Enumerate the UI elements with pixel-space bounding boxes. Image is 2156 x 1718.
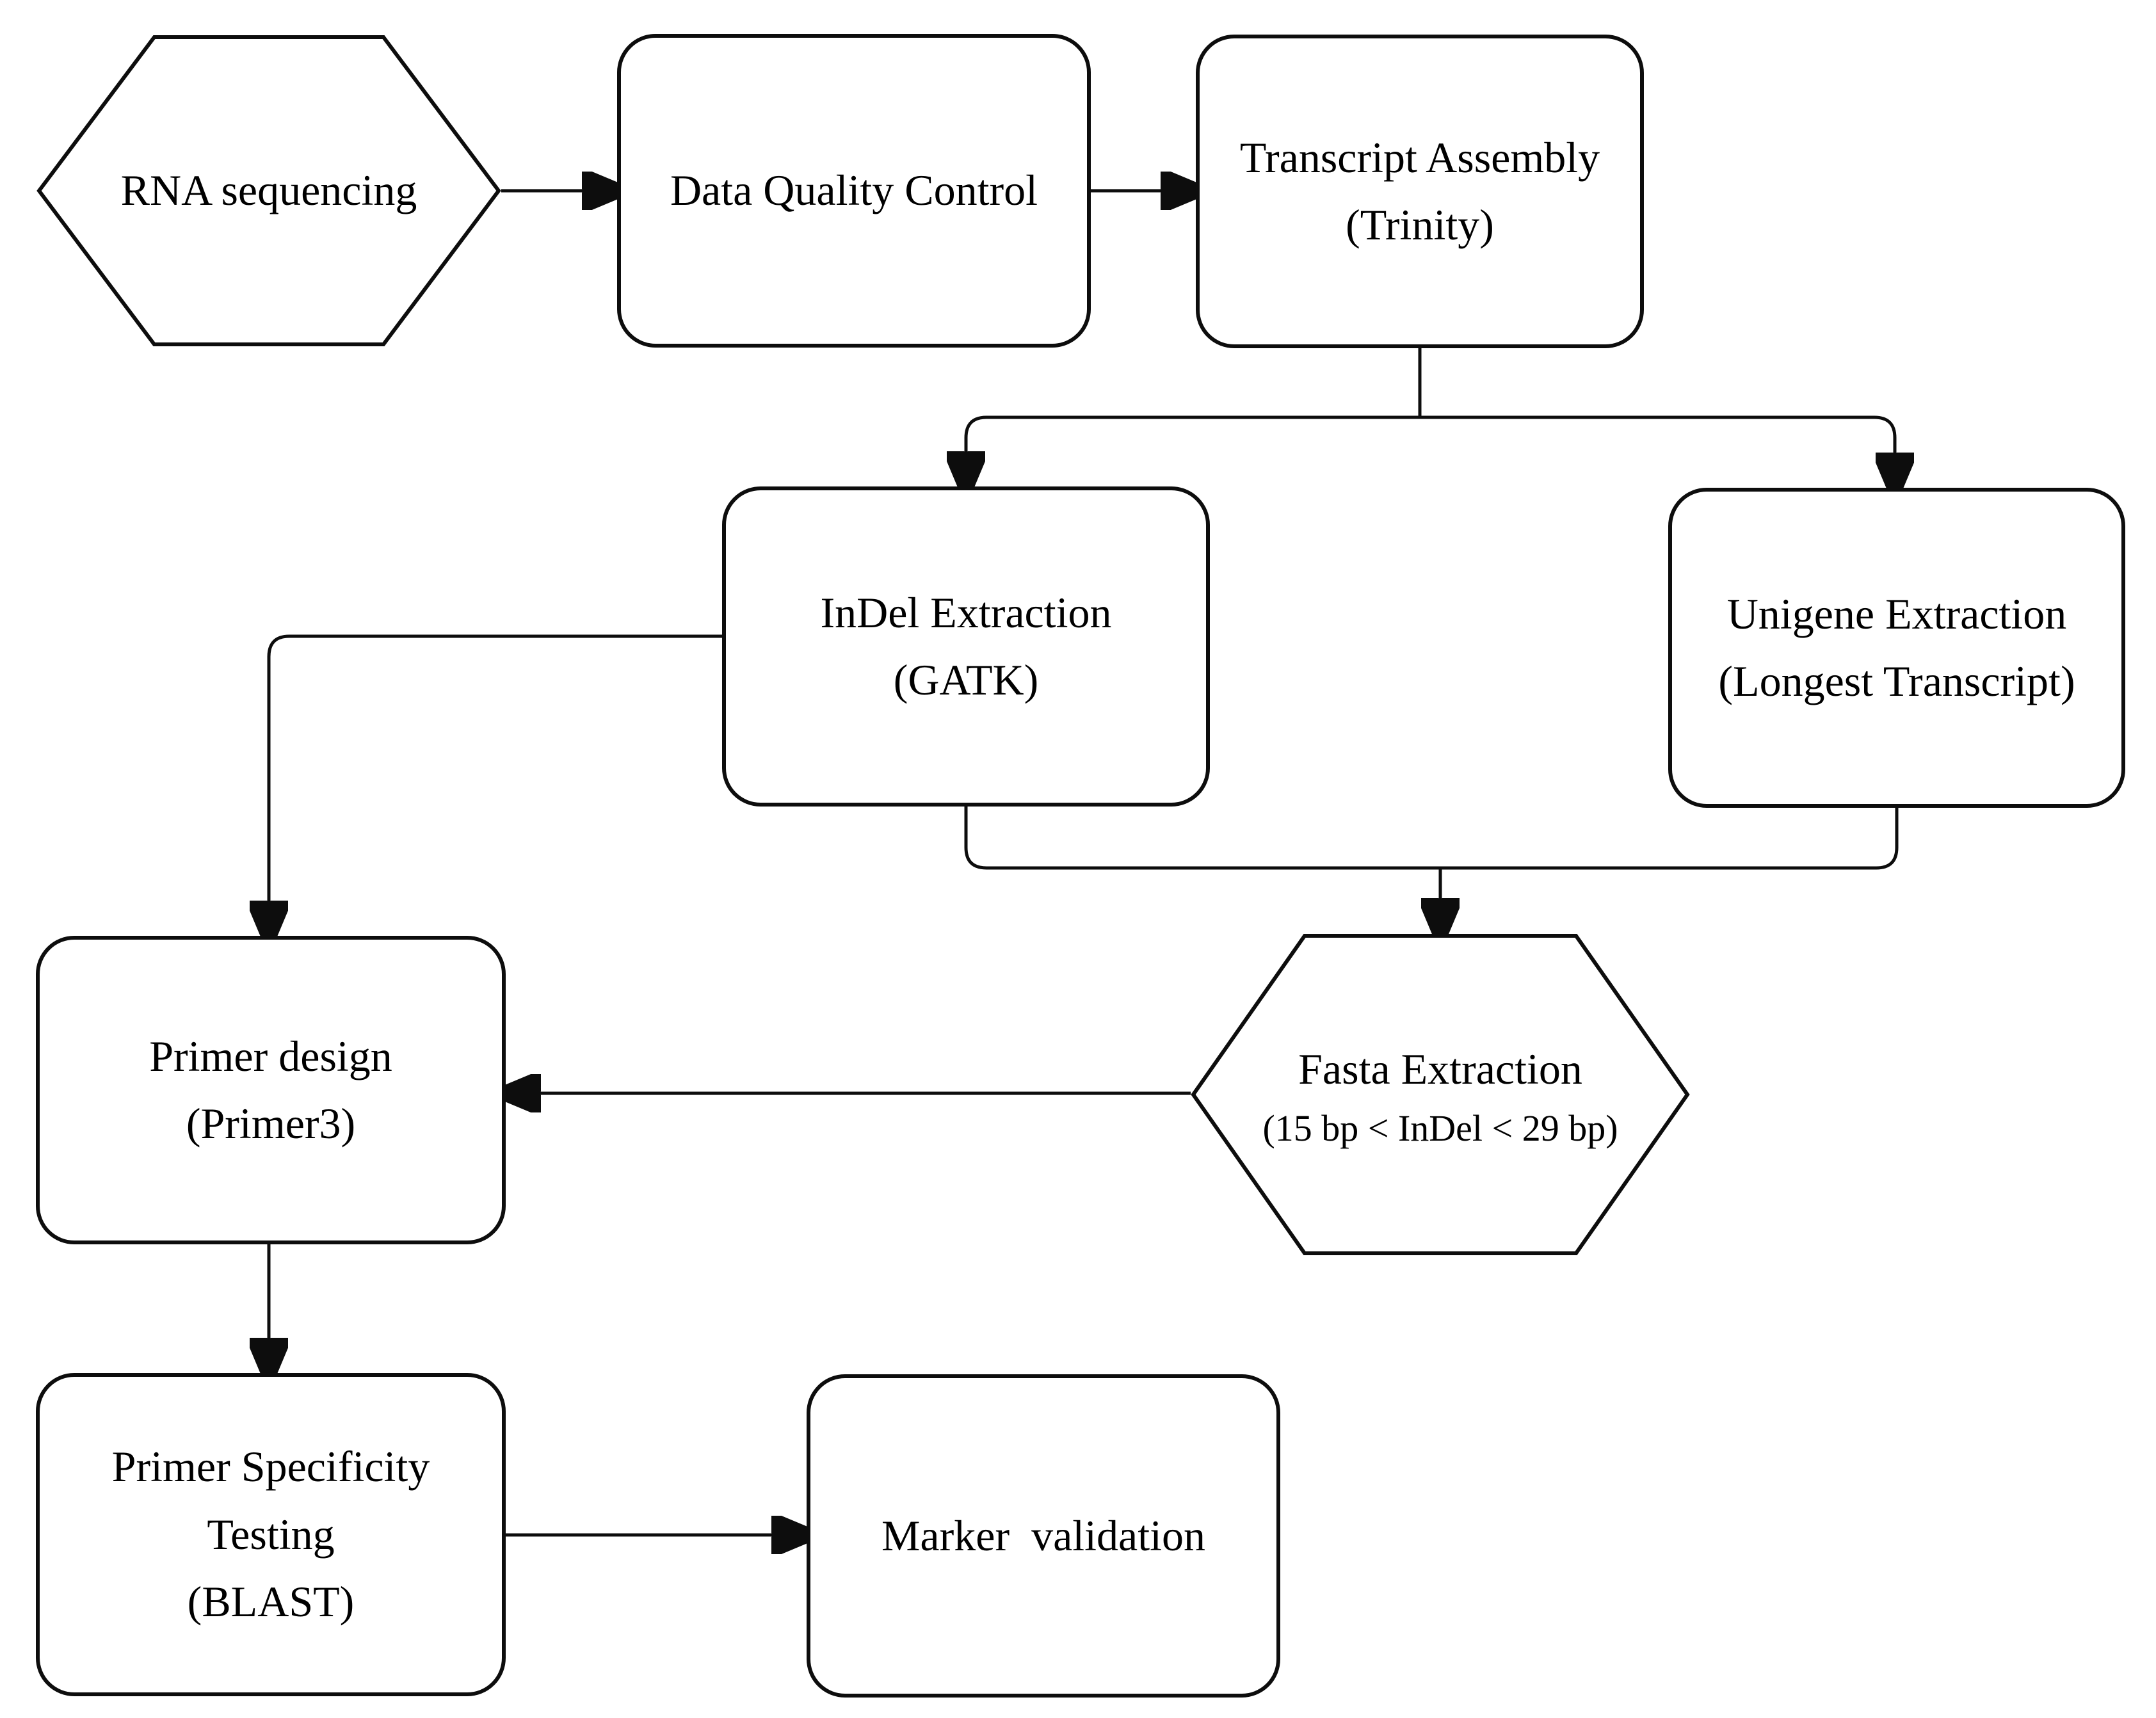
node-indel-extraction: InDel Extraction (GATK) (722, 486, 1210, 807)
node-sublabel: (Longest Transcript) (1718, 657, 2075, 705)
node-text: Fasta Extraction (15 bp < InDel < 29 bp) (1243, 1036, 1637, 1153)
node-text: Transcript Assembly (Trinity) (1221, 124, 1619, 259)
node-primer-specificity-testing: Primer Specificity Testing (BLAST) (36, 1373, 506, 1696)
node-label: Fasta Extraction (1298, 1045, 1582, 1094)
node-data-quality-control: Data Quality Control (617, 34, 1091, 348)
edge-ta-to-unigene (1420, 415, 1895, 488)
edge-unigene-merge (1440, 808, 1899, 870)
node-text: InDel Extraction (GATK) (801, 579, 1130, 714)
node-sublabel: (15 bp < InDel < 29 bp) (1262, 1107, 1618, 1149)
node-text: Data Quality Control (651, 157, 1057, 224)
node-primer-design: Primer design (Primer3) (36, 936, 506, 1244)
node-label: Primer design (149, 1031, 392, 1080)
edge-indel-merge (964, 807, 1440, 870)
node-label: RNA sequencing (120, 166, 417, 215)
node-sublabel: (Primer3) (186, 1099, 356, 1148)
node-fasta-extraction: Fasta Extraction (15 bp < InDel < 29 bp) (1191, 933, 1690, 1256)
node-label: Marker validation (881, 1511, 1206, 1560)
node-text: Primer design (Primer3) (130, 1023, 412, 1158)
edge-ta-to-indel (966, 415, 1420, 486)
node-text: RNA sequencing (102, 157, 437, 224)
hexagon-shape (1191, 934, 1690, 1255)
node-label: Primer Specificity Testing (111, 1442, 430, 1559)
node-label: Data Quality Control (670, 166, 1038, 215)
node-sublabel: (GATK) (893, 655, 1039, 704)
node-text: Unigene Extraction (Longest Transcript) (1699, 581, 2094, 716)
node-label: Transcript Assembly (1239, 132, 1600, 182)
node-label: InDel Extraction (820, 588, 1112, 637)
node-text: Marker validation (862, 1502, 1225, 1569)
hexagon-shape (36, 35, 501, 346)
node-sublabel: (BLAST) (187, 1577, 355, 1626)
node-transcript-assembly: Transcript Assembly (Trinity) (1196, 35, 1644, 348)
node-rna-sequencing: RNA sequencing (36, 35, 501, 347)
edge-indel-to-primer (269, 634, 722, 936)
node-marker-validation: Marker validation (807, 1374, 1280, 1698)
node-text: Primer Specificity Testing (BLAST) (93, 1433, 449, 1635)
node-sublabel: (Trinity) (1346, 200, 1494, 249)
node-label: Unigene Extraction (1726, 589, 2067, 638)
node-unigene-extraction: Unigene Extraction (Longest Transcript) (1668, 488, 2125, 808)
